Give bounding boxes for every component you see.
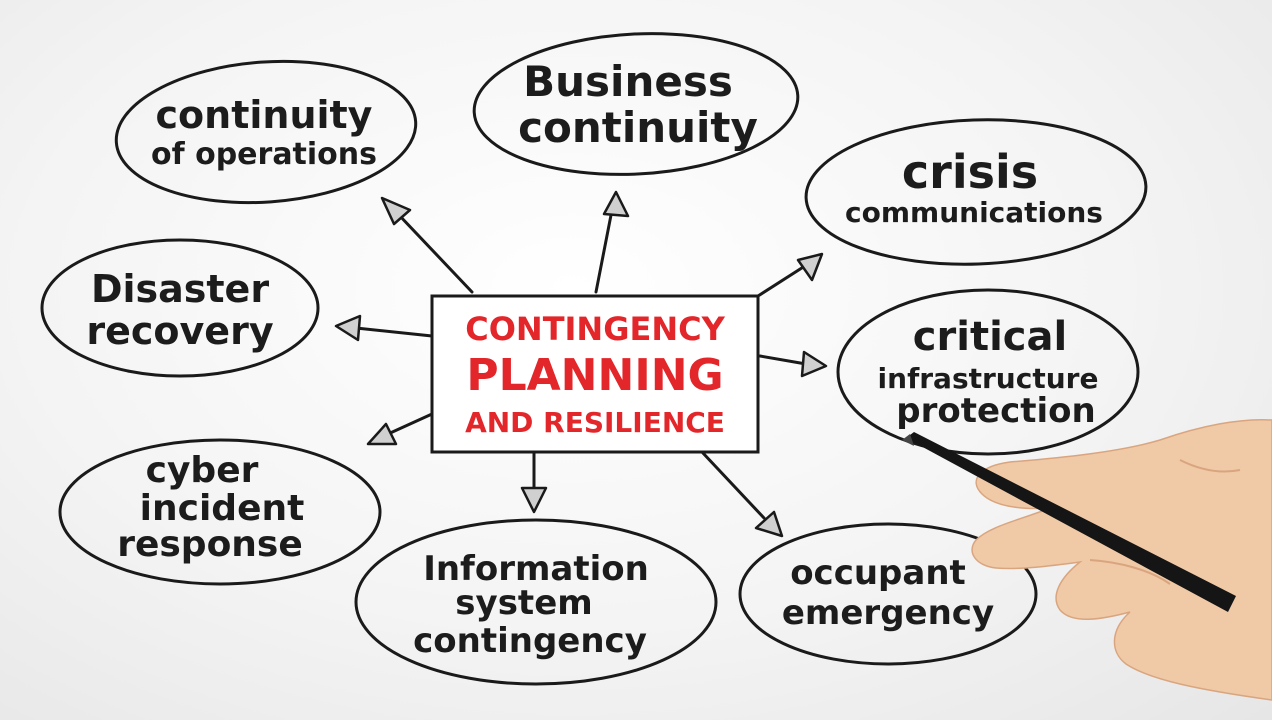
node-label-line: crisis xyxy=(902,145,1038,199)
ellipse-cyber-incident-response xyxy=(58,438,382,586)
node-label-line: Disaster xyxy=(91,267,269,311)
ellipse-business-continuity xyxy=(472,32,800,176)
node-label-line: continuity xyxy=(156,93,373,137)
node-label-line: recovery xyxy=(86,309,273,353)
node-label-line: Business xyxy=(523,57,733,106)
ellipse-information-system-contingency xyxy=(354,518,718,686)
node-label-line: of operations xyxy=(151,137,377,172)
node-occupant-emergency: occupant emergency xyxy=(782,553,994,633)
center-line-2: PLANNING xyxy=(466,350,723,401)
arrow-to-cyber-incident-response xyxy=(366,412,434,446)
node-business-continuity: Business continuity xyxy=(518,57,758,152)
center-line-3: AND RESILIENCE xyxy=(465,406,725,439)
node-crisis-communications: crisis communications xyxy=(845,145,1103,229)
hand-with-pen xyxy=(902,418,1272,701)
node-label-line: continuity xyxy=(518,103,758,152)
arrow-to-continuity-of-operations xyxy=(380,196,474,294)
arrow-to-information-system-contingency xyxy=(520,450,548,514)
node-information-system-contingency: Information system contingency xyxy=(413,549,649,661)
center-node: CONTINGENCY PLANNING AND RESILIENCE xyxy=(430,294,760,454)
node-label-line: system xyxy=(455,583,592,623)
node-label-line: response xyxy=(117,524,303,565)
node-disaster-recovery: Disaster recovery xyxy=(86,267,273,353)
center-box xyxy=(430,294,760,454)
node-ellipses xyxy=(40,32,1148,686)
node-cyber-incident-response: cyber incident response xyxy=(117,450,304,565)
ellipse-disaster-recovery xyxy=(40,238,320,378)
arrow-to-crisis-communications xyxy=(756,252,824,298)
node-label-line: cyber xyxy=(146,450,259,491)
node-continuity-of-operations: continuity of operations xyxy=(151,93,377,172)
arrow-to-business-continuity xyxy=(594,190,630,294)
arrow-to-critical-infrastructure-protection xyxy=(758,350,828,378)
node-label-line: incident xyxy=(140,488,305,529)
node-label-line: protection xyxy=(896,391,1095,431)
ellipse-continuity-of-operations xyxy=(114,59,418,205)
ellipse-critical-infrastructure-protection xyxy=(836,288,1140,456)
node-critical-infrastructure-protection: critical infrastructure protection xyxy=(878,314,1099,431)
pen xyxy=(906,432,1236,612)
node-label-line: critical xyxy=(913,314,1067,360)
arrow-to-disaster-recovery xyxy=(334,314,434,342)
ellipse-occupant-emergency xyxy=(738,522,1038,666)
center-line-1: CONTINGENCY xyxy=(465,310,725,348)
node-label-line: Information xyxy=(423,549,649,589)
ellipse-crisis-communications xyxy=(804,118,1148,266)
arrow-to-occupant-emergency xyxy=(700,450,784,538)
connector-arrows xyxy=(334,190,828,538)
node-label-line: infrastructure xyxy=(878,362,1099,395)
node-label-line: contingency xyxy=(413,621,647,661)
hand xyxy=(971,418,1272,701)
node-label-line: occupant xyxy=(790,553,966,593)
node-label-line: emergency xyxy=(782,593,994,633)
node-label-line: communications xyxy=(845,196,1103,229)
